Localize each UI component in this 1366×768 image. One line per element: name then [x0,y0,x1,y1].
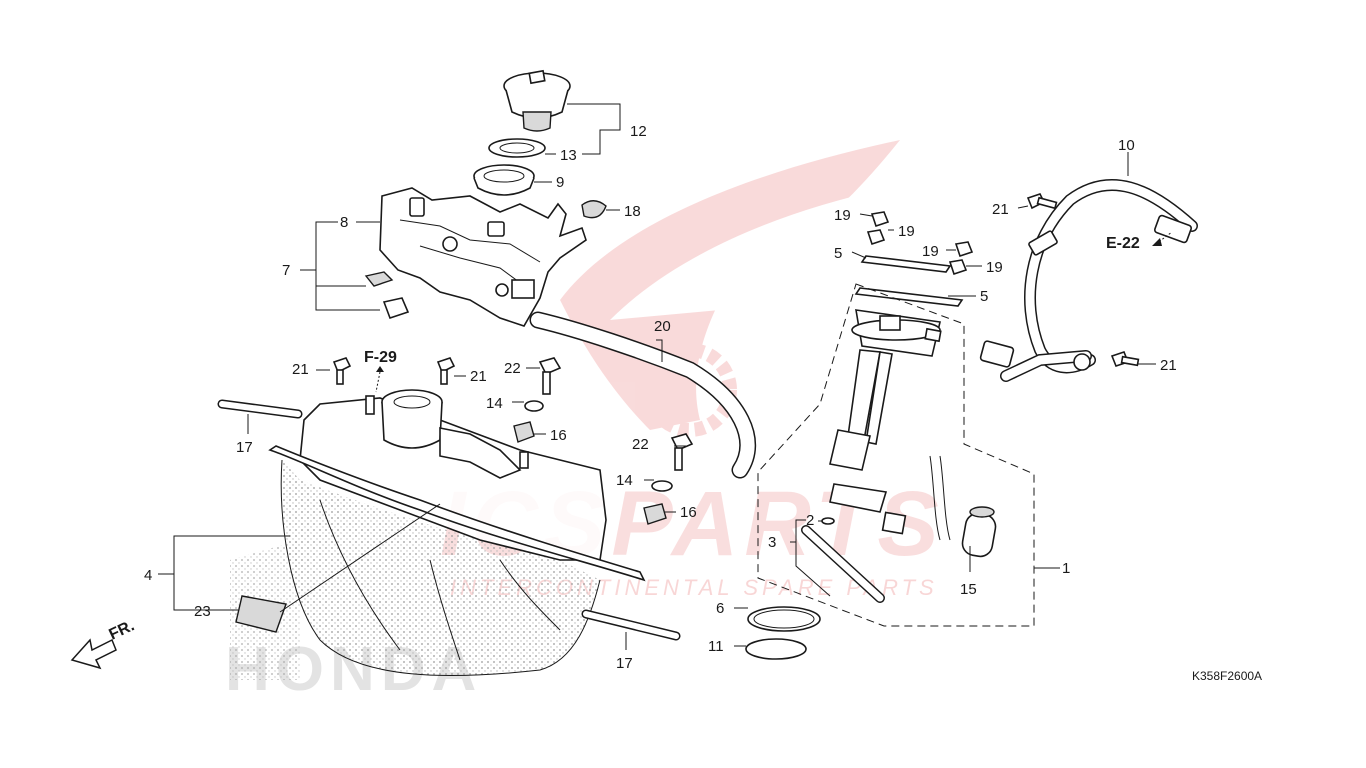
bolt-22a [538,357,562,395]
bolt-21b [436,357,456,385]
watermark [560,140,900,437]
assembly-outline [757,283,1035,627]
filler-packing [473,164,535,196]
washer-14a [524,400,544,412]
callout-20: 20 [654,318,671,335]
reference-f-29: F-29 [364,349,397,366]
bolt-22b [670,433,694,471]
callout-17a: 17 [236,439,253,456]
callout-9: 9 [556,174,564,191]
reference-e-22: E-22 [1106,235,1140,252]
callout-3: 3 [768,534,776,551]
front-direction-label: FR. [107,617,138,643]
callout-1: 1 [1062,560,1070,577]
tank-pad [235,595,287,633]
callout-10: 10 [1118,137,1135,154]
cap-seal [488,138,546,158]
callout-21c: 21 [992,201,1009,218]
callout-7: 7 [282,262,290,279]
callout-5a: 5 [834,245,842,262]
grommet [581,200,607,219]
leader-lines [158,103,1156,650]
fuel-filter [961,506,997,558]
collar-16a [513,421,535,443]
bolt-21a [332,357,352,385]
tank-band-upper [217,399,303,419]
callout-16b: 16 [680,504,697,521]
rubber-blocks [364,271,410,320]
callout-18: 18 [624,203,641,220]
callout-19c: 19 [922,243,939,260]
callouts: 1 2 3 4 5 5 6 7 8 9 10 11 12 13 14 14 15… [144,123,1177,672]
pump-o-ring [745,638,807,660]
tank-band-lower [581,609,681,641]
callout-19d: 19 [986,259,1003,276]
diagram-code: K358F2600A [1192,669,1262,683]
callout-22a: 22 [504,360,521,377]
callout-21a: 21 [292,361,309,378]
callout-17b: 17 [616,655,633,672]
callout-14a: 14 [486,395,503,412]
callout-12: 12 [630,123,647,140]
filler-bracket [379,187,587,327]
callout-15: 15 [960,581,977,598]
callout-11: 11 [708,638,724,655]
bolt-21d [1110,351,1140,367]
fuel-tank [230,389,646,680]
fuel-cap [503,69,571,132]
fuel-pump [829,309,951,541]
collar-16b [643,503,667,525]
callout-22b: 22 [632,436,649,453]
callout-23: 23 [194,603,211,620]
callout-4: 4 [144,567,152,584]
pump-plate-upper [860,255,952,273]
bolt-21c [1026,193,1058,210]
pump-nuts [866,211,974,276]
front-arrow-icon [70,638,117,670]
pump-plate-lower [854,287,964,307]
callout-5b: 5 [980,288,988,305]
callout-19b: 19 [898,223,915,240]
callout-19a: 19 [834,207,851,224]
callout-16a: 16 [550,427,567,444]
sensor-ring [821,517,835,525]
callout-14b: 14 [616,472,633,489]
callout-13: 13 [560,147,577,164]
washer-14b [651,480,673,492]
fuel-hose [979,179,1198,382]
callout-6: 6 [716,600,724,617]
watermark-gear [643,343,737,437]
callout-8: 8 [340,214,348,231]
callout-2: 2 [806,512,814,529]
callout-21b: 21 [470,368,487,385]
pump-gasket [747,606,821,632]
callout-21d: 21 [1160,357,1177,374]
